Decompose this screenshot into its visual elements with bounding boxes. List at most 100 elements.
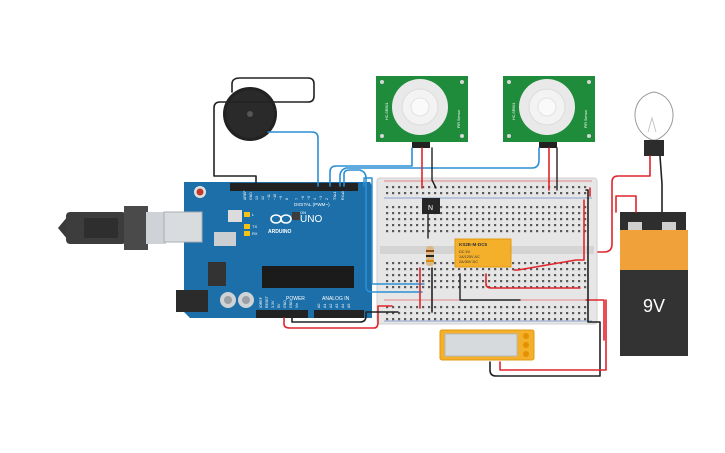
- wire-pir2-signal: [339, 147, 540, 187]
- breadboard-hole: [434, 230, 437, 233]
- breadboard-hole: [482, 224, 485, 227]
- digital-label: DIGITAL (PWM~): [294, 202, 330, 207]
- breadboard-hole: [518, 274, 521, 277]
- breadboard-hole: [404, 186, 407, 189]
- breadboard-hole: [512, 268, 515, 271]
- breadboard-hole: [536, 280, 539, 283]
- breadboard-hole: [566, 280, 569, 283]
- breadboard-hole: [422, 280, 425, 283]
- breadboard-hole: [410, 280, 413, 283]
- breadboard-hole: [404, 230, 407, 233]
- breadboard-hole: [572, 306, 575, 309]
- breadboard-hole: [524, 224, 527, 227]
- pin-a1-label: A1: [323, 304, 327, 308]
- breadboard-hole: [416, 192, 419, 195]
- breadboard-hole: [458, 268, 461, 271]
- breadboard-hole: [440, 224, 443, 227]
- breadboard-hole: [566, 274, 569, 277]
- breadboard-hole: [578, 186, 581, 189]
- breadboard-hole: [548, 224, 551, 227]
- breadboard-hole: [560, 206, 563, 209]
- breadboard-hole: [470, 268, 473, 271]
- breadboard-hole: [422, 186, 425, 189]
- breadboard-hole: [518, 218, 521, 221]
- breadboard-hole: [410, 306, 413, 309]
- breadboard-hole: [428, 274, 431, 277]
- breadboard-hole: [572, 192, 575, 195]
- breadboard-hole: [476, 192, 479, 195]
- breadboard-hole: [398, 268, 401, 271]
- breadboard-hole: [548, 192, 551, 195]
- breadboard-hole: [536, 206, 539, 209]
- breadboard-hole: [428, 224, 431, 227]
- reset-button[interactable]: [196, 188, 204, 196]
- pin-gnd2-label: GND: [289, 300, 293, 308]
- relay-line-3: 2A/30V DC: [459, 260, 478, 264]
- breadboard-hole: [464, 192, 467, 195]
- pin-vin-label: Vin: [295, 303, 299, 308]
- breadboard-hole: [524, 192, 527, 195]
- breadboard-hole: [584, 212, 587, 215]
- breadboard-hole: [536, 268, 539, 271]
- breadboard-hole: [560, 286, 563, 289]
- breadboard-hole: [398, 192, 401, 195]
- breadboard-hole: [404, 268, 407, 271]
- breadboard-hole: [542, 262, 545, 265]
- breadboard-hole: [554, 218, 557, 221]
- breadboard-hole: [404, 306, 407, 309]
- breadboard-hole: [452, 186, 455, 189]
- breadboard-hole: [434, 286, 437, 289]
- breadboard-hole: [500, 274, 503, 277]
- digital-header: [230, 183, 358, 191]
- breadboard-hole: [578, 268, 581, 271]
- breadboard-hole: [440, 218, 443, 221]
- breadboard-hole: [518, 224, 521, 227]
- breadboard-hole: [458, 230, 461, 233]
- breadboard-hole: [410, 218, 413, 221]
- breadboard-hole: [398, 318, 401, 321]
- breadboard-hole: [470, 312, 473, 315]
- breadboard-hole: [392, 286, 395, 289]
- breadboard-hole: [440, 306, 443, 309]
- breadboard-hole: [536, 286, 539, 289]
- breadboard-hole: [410, 186, 413, 189]
- breadboard-hole: [578, 218, 581, 221]
- usb-cable: [32, 206, 166, 250]
- breadboard-hole: [440, 286, 443, 289]
- power-header: [256, 310, 308, 318]
- breadboard-hole: [500, 312, 503, 315]
- pin-8-label: 8: [285, 198, 289, 200]
- breadboard-hole: [578, 306, 581, 309]
- breadboard-hole: [548, 218, 551, 221]
- breadboard-hole: [422, 224, 425, 227]
- breadboard-hole: [446, 306, 449, 309]
- breadboard-hole: [434, 192, 437, 195]
- breadboard-hole: [524, 306, 527, 309]
- breadboard-hole: [512, 224, 515, 227]
- breadboard-hole: [482, 186, 485, 189]
- breadboard-hole: [458, 218, 461, 221]
- breadboard-hole: [434, 318, 437, 321]
- breadboard-hole: [386, 206, 389, 209]
- breadboard-hole: [452, 312, 455, 315]
- breadboard-hole: [488, 312, 491, 315]
- pin-gnd-label: GND: [249, 192, 253, 200]
- breadboard-hole: [572, 218, 575, 221]
- breadboard-hole: [530, 206, 533, 209]
- atmega-chip: [262, 266, 354, 288]
- wire-right-black-rail: [489, 189, 601, 377]
- breadboard-hole: [518, 286, 521, 289]
- breadboard-hole: [452, 212, 455, 215]
- breadboard-hole: [500, 206, 503, 209]
- pin-3-label: ~3: [319, 196, 323, 200]
- on-led-label: ON: [300, 210, 306, 215]
- breadboard-hole: [434, 218, 437, 221]
- breadboard-hole: [404, 286, 407, 289]
- breadboard-hole: [458, 212, 461, 215]
- wire-bulb-red: [597, 155, 651, 253]
- relay: KS2E-M-DC5 DC 5V 1A/125V AC 2A/30V DC: [454, 238, 512, 268]
- breadboard-hole: [530, 212, 533, 215]
- breadboard-hole: [398, 224, 401, 227]
- breadboard-hole: [482, 318, 485, 321]
- breadboard-hole: [440, 268, 443, 271]
